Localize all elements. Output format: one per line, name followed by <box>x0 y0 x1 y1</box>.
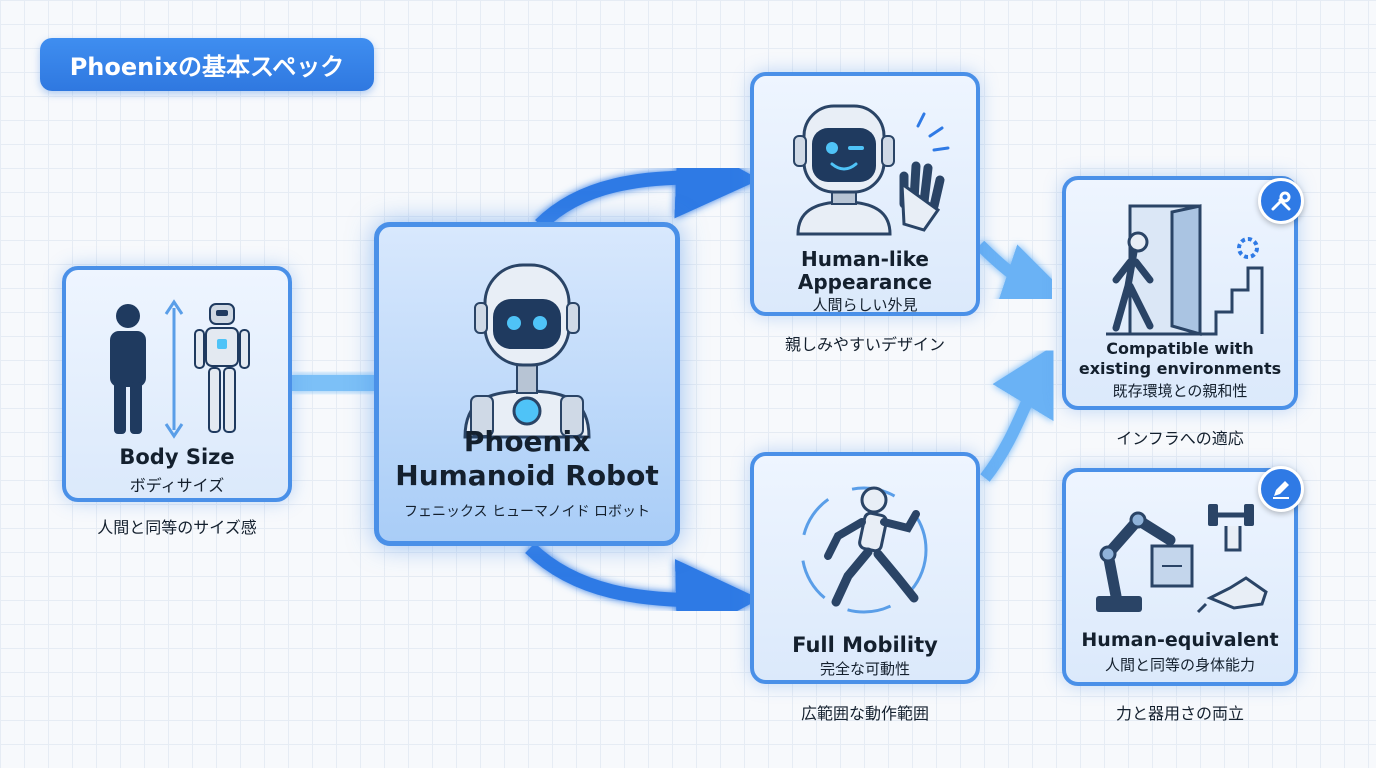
compatible-label-jp: 既存環境との親和性 <box>1112 382 1248 400</box>
appearance-caption: 親しみやすいデザイン <box>784 335 945 354</box>
body-size-caption: 人間と同等のサイズ感 <box>97 518 257 537</box>
mobility-label-en: Full Mobility <box>792 633 938 657</box>
phoenix-reading: フェニックス ヒューマノイド ロボット <box>403 504 651 520</box>
arrow-appearance-compatible <box>975 240 1075 313</box>
compatible-caption: インフラへの適応 <box>1116 429 1244 448</box>
equivalent-caption: 力と器用さの両立 <box>1115 704 1244 723</box>
phoenix-name-line2: Humanoid Robot <box>395 459 659 492</box>
body-size-card: Body Size ボディサイズ <box>62 266 292 502</box>
equivalent-label-en: Human-equivalent <box>1081 629 1279 651</box>
phoenix-name-line1: Phoenix <box>463 425 591 458</box>
arrow-center-appearance <box>535 134 760 231</box>
robot-arm-strength-icon <box>1096 504 1268 614</box>
title-badge: Phoenixの基本スペック <box>40 38 374 91</box>
running-robot-icon <box>800 486 928 614</box>
compatible-label-en-1: Compatible with <box>1106 339 1254 358</box>
compatible-card: Compatible with existing environments 既存… <box>1062 176 1298 410</box>
compatible-label-en-2: existing environments <box>1078 359 1282 378</box>
pen-icon <box>1258 466 1304 512</box>
body-size-label-en: Body Size <box>119 445 235 469</box>
phoenix-main-card: Phoenix Humanoid Robot フェニックス ヒューマノイド ロボ… <box>374 222 680 546</box>
mobility-card: Full Mobility 完全な可動性 <box>750 452 980 684</box>
equivalent-card: Human-equivalent 人間と同等の身体能力 <box>1062 468 1298 686</box>
waving-robot-icon <box>793 104 950 236</box>
appearance-label-jp: 人間らしい外見 <box>812 296 918 314</box>
equivalent-label-jp: 人間と同等の身体能力 <box>1104 656 1255 674</box>
robot-door-stairs-icon <box>1106 204 1264 336</box>
arrow-mobility-compatible <box>980 341 1061 482</box>
appearance-label-en-2: Appearance <box>797 270 933 294</box>
arrow-center-mobility <box>525 542 760 644</box>
human-robot-size-icon <box>110 299 250 439</box>
appearance-label-en-1: Human-like <box>801 247 929 271</box>
mobility-label-jp: 完全な可動性 <box>819 660 910 678</box>
mobility-caption: 広範囲な動作範囲 <box>800 704 929 723</box>
connector-bodysize-center <box>292 375 376 391</box>
robot-head-icon <box>463 263 591 439</box>
appearance-card: Human-like Appearance 人間らしい外見 <box>750 72 980 316</box>
wrench-screwdriver-icon <box>1258 178 1304 224</box>
body-size-label-jp: ボディサイズ <box>129 476 225 495</box>
